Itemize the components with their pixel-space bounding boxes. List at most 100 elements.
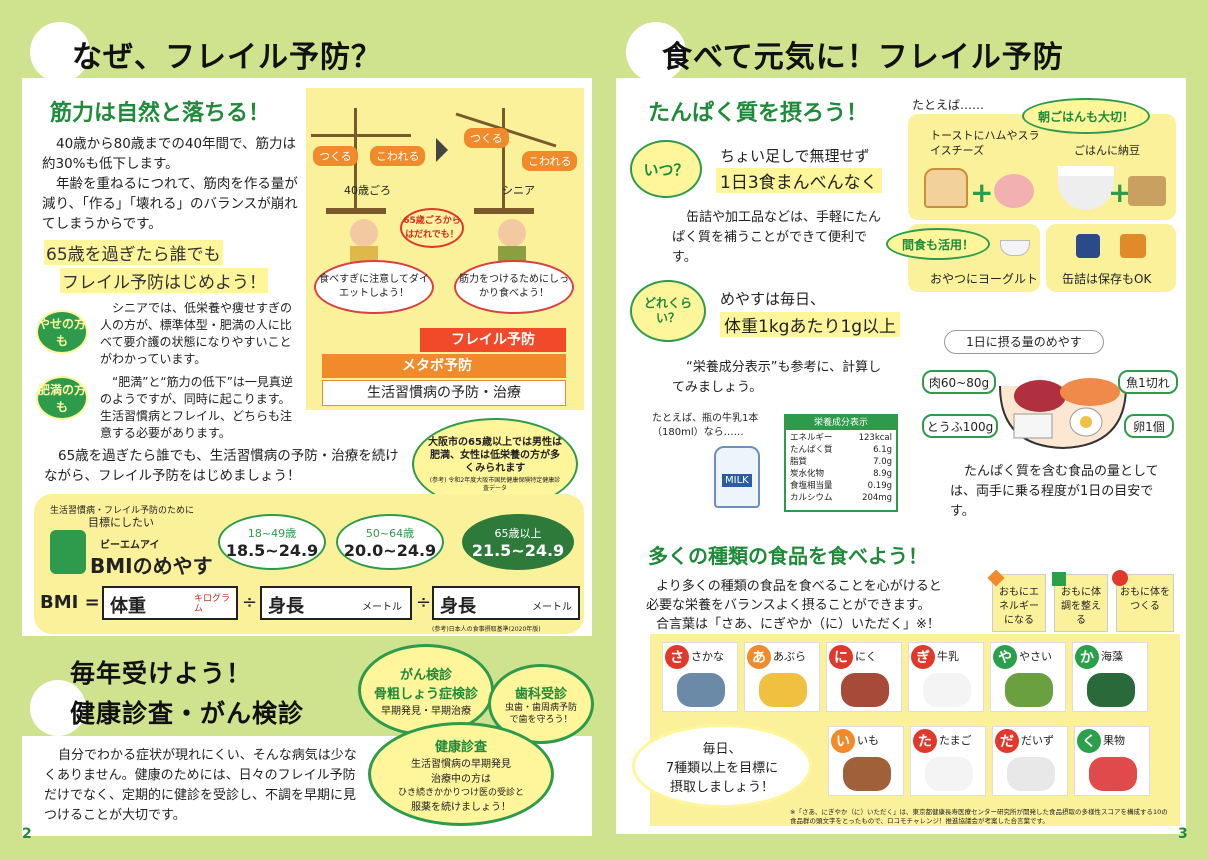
variety-text1: より多くの種類の食品を食べることを心がけると [656, 579, 942, 594]
milk-label: MILK [722, 474, 752, 487]
nutrition-key: エネルギー [790, 433, 833, 443]
health-sub4: 服薬を続けましょう！ [411, 801, 511, 813]
muscle-heading: 筋力は自然と落ちる！ [50, 101, 271, 126]
bmi-range-1-value: 18.5~24.9 [225, 540, 319, 560]
cancer-oval: がん検診 骨粗しょう症検診 早期発見・早期治療 [358, 644, 494, 736]
when-line2: 1日3食まんべんなく [716, 168, 882, 193]
food-tile: ぎ牛乳 [908, 642, 984, 712]
food-initial: に [829, 645, 853, 669]
nutrition-key: 炭水化物 [790, 469, 825, 479]
formula-bmi: BMI = [40, 592, 100, 613]
scale-break-right: こわれる [522, 151, 578, 171]
start-line2: フレイル予防はじめよう！ [60, 268, 268, 293]
toast-label: トーストにハムやスライスチーズ [930, 129, 1040, 157]
food-image [1007, 757, 1055, 791]
health-sub1: 生活習慣病の早期発見 [411, 758, 511, 770]
canned-label: 缶詰は保存もOK [1062, 272, 1152, 286]
health-sub2: 治療中の方は [431, 773, 491, 785]
food-name: 牛乳 [937, 650, 959, 663]
legend-1-text: おもにエネルギーになる [999, 587, 1039, 626]
bmi-range-2-age: 50~64歳 [365, 526, 415, 540]
formula-height-2: 身長 [440, 596, 476, 617]
legend-3-text: おもに体をつくる [1120, 587, 1170, 612]
food-name: さかな [691, 650, 724, 663]
when-line1: ちょい足しで無理せず [720, 147, 870, 165]
obese-text: “肥満”と“筋力の低下”は一見真逆のようですが、同時に起こります。生活習慣病とフ… [100, 375, 293, 440]
bubble-65: 65歳ごろからはだれでも！ [400, 208, 464, 248]
plus-icon-1: + [970, 176, 994, 209]
legend-3 [1116, 574, 1174, 632]
footnote: ※「さあ、にぎやか（に）いただく」は、東京都健康長寿医療センター研究所が開発した… [790, 808, 1168, 825]
food-tile: たたまご [910, 726, 986, 796]
food-initial: ぎ [911, 645, 935, 669]
breakfast-badge: 朝ごはんも大切！ [1022, 98, 1150, 134]
dental-sub: 虫歯・歯周病予防で歯を守ろう！ [504, 702, 577, 725]
food-initial: あ [747, 645, 771, 669]
food-image [923, 673, 971, 707]
start-line1: 65歳を過ぎたら誰でも [44, 240, 223, 265]
formula-height-box-1: 身長 メートル [260, 586, 412, 620]
food-tile: だだいず [992, 726, 1068, 796]
example-label: たとえば…… [912, 98, 985, 112]
bar-frail: フレイル予防 [420, 328, 566, 352]
hand-text: たんぱく質を含む食品の量としては、両手に乗る程度が1日の目安です。 [950, 464, 1159, 519]
formula-weight-box: 体重 キログラム [102, 586, 238, 620]
food-initial: い [831, 729, 855, 753]
bmi-pre: 生活習慣病・フレイル予防のために [50, 506, 195, 516]
variety-text2: 必要な栄養をバランスよく摂ることができます。 [646, 598, 931, 613]
food-initial: か [1075, 645, 1099, 669]
food-tile: ににく [826, 642, 902, 712]
legend-1 [992, 574, 1046, 632]
food-name: 果物 [1103, 734, 1125, 747]
bar-lifestyle: 生活習慣病の予防・治療 [322, 380, 566, 406]
legend-2-text: おもに体調を整える [1061, 587, 1101, 626]
food-name: にく [855, 650, 877, 663]
food-name: あぶら [773, 650, 806, 663]
daily-goal-3: 摂取しましょう！ [669, 779, 774, 795]
scale-break-left: こわれる [370, 146, 426, 166]
thin-text: シニアでは、低栄養や痩せすぎの人の方が、標準体型・肥満の人に比べて要介護の状態に… [100, 301, 293, 366]
osaka-note-text: 大阪市の65歳以上では男性は肥満、女性は低栄養の方が多くみられます [428, 436, 562, 474]
age-senior-label: シニア [502, 184, 535, 197]
amount-line2: 体重1kgあたり1g以上 [720, 312, 901, 337]
scale-make-left: つくる [313, 146, 358, 166]
right-page-title: 食べて元気に！フレイル予防 [662, 40, 1064, 75]
rice-label: ごはんに納豆 [1074, 144, 1140, 157]
checkup-title-1: 毎年受けよう！ [70, 659, 253, 688]
bmi-range-3: 65歳以上 21.5~24.9 [462, 514, 574, 570]
nutrition-value: 0.19g [867, 481, 892, 491]
daily-goal-oval: 毎日、 7種類以上を目標に 摂取しましょう！ [632, 724, 812, 808]
food-name: たまご [939, 734, 972, 747]
osaka-source: (参考) 令和2年度大阪市国民健康保険特定健康診査データ [429, 476, 561, 492]
health-oval: 健康診査 生活習慣病の早期発見 治療中の方は ひき続きかかりつけ医の受診と 服薬… [368, 722, 554, 826]
scale-make-right: つくる [464, 128, 509, 148]
food-initial: だ [995, 729, 1019, 753]
bmi-kana: ビーエムアイ [100, 540, 160, 551]
food-image [1087, 673, 1135, 707]
obese-badge-text: 肥満の方も [38, 383, 87, 414]
formula-kg: キログラム [194, 594, 231, 614]
obese-badge: 肥満の方も [36, 376, 88, 420]
yogurt-label: おやつにヨーグルト [930, 272, 1039, 286]
title-circle-left [30, 22, 90, 82]
nutrition-key: たんぱく質 [790, 445, 833, 455]
canned-panel [1046, 224, 1176, 292]
page-number-left: 2 [22, 826, 32, 842]
food-name: 海藻 [1101, 650, 1123, 663]
bmi-source: (参考)日本人の食事摂取基準(2020年版) [432, 626, 541, 633]
food-initial: や [993, 645, 1017, 669]
snack-badge-text: 間食も活用！ [901, 237, 974, 252]
protein-heading: たんぱく質を摂ろう！ [648, 101, 869, 126]
nutrition-key: 脂質 [790, 457, 808, 467]
formula-height-box-2: 身長 メートル [432, 586, 580, 620]
amount-badge: どれくらい？ [630, 280, 706, 342]
food-tile: ああぶら [744, 642, 820, 712]
food-initial: た [913, 729, 937, 753]
health-title: 健康診査 [434, 739, 487, 755]
bmi-goal: 目標にしたい [88, 516, 154, 529]
cancer-sub: 早期発見・早期治療 [381, 705, 471, 717]
page-number-right: 3 [1178, 826, 1188, 842]
nutrition-value: 7.0g [873, 457, 892, 467]
